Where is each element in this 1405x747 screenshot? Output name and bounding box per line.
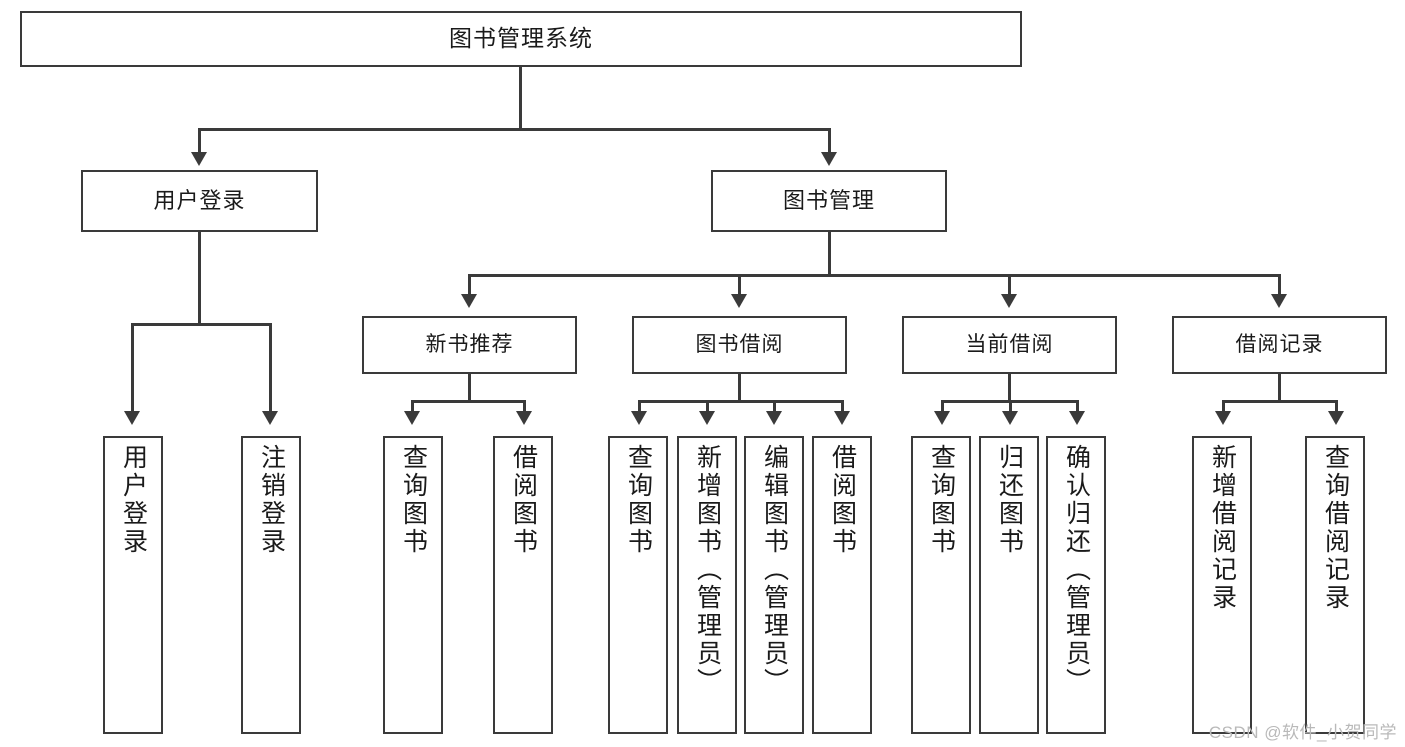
node-book-borrow[interactable]: 图书借阅 <box>632 316 847 374</box>
connector-book-mgmt-bus <box>468 274 1280 277</box>
arrow-user-login-leaf-2 <box>262 411 278 425</box>
node-label: 借阅记录 <box>1235 332 1324 356</box>
node-label: 编辑图书（管理员） <box>760 444 789 696</box>
connector-book-mgmt-drop-2 <box>738 274 741 296</box>
node-label: 注销登录 <box>257 444 286 556</box>
arrow-book-borrow-leaf-1 <box>631 411 647 425</box>
connector-book-mgmt-drop-4 <box>1278 274 1281 296</box>
connector-book-mgmt-drop-1 <box>468 274 471 296</box>
node-label: 查询借阅记录 <box>1321 444 1350 612</box>
node-label: 新增图书（管理员） <box>693 444 722 696</box>
leaf-user-login-1[interactable]: 用户登录 <box>103 436 163 734</box>
node-label: 确认归还（管理员） <box>1062 444 1091 696</box>
connector-book-mgmt-drop-3 <box>1008 274 1011 296</box>
leaf-current-borrow-3[interactable]: 确认归还（管理员） <box>1046 436 1106 734</box>
connector-book-borrow-bus <box>638 400 844 403</box>
leaf-current-borrow-2[interactable]: 归还图书 <box>979 436 1039 734</box>
arrow-current-borrow-leaf-2 <box>1002 411 1018 425</box>
node-book-management[interactable]: 图书管理 <box>711 170 947 232</box>
connector-current-borrow-drop-2 <box>1009 400 1012 413</box>
arrow-book-mgmt-to-new-book <box>461 294 477 308</box>
arrow-user-login-leaf-1 <box>124 411 140 425</box>
node-label: 借阅图书 <box>828 444 857 556</box>
leaf-book-borrow-4[interactable]: 借阅图书 <box>812 436 872 734</box>
node-label: 查询图书 <box>927 444 956 556</box>
connector-borrow-record-drop-1 <box>1222 400 1225 413</box>
node-label: 图书借阅 <box>695 332 784 356</box>
node-root-system[interactable]: 图书管理系统 <box>20 11 1022 67</box>
arrow-book-borrow-leaf-3 <box>766 411 782 425</box>
leaf-book-borrow-1[interactable]: 查询图书 <box>608 436 668 734</box>
connector-book-mgmt-stem <box>828 232 831 276</box>
leaf-borrow-record-2[interactable]: 查询借阅记录 <box>1305 436 1365 734</box>
connector-book-borrow-drop-4 <box>841 400 844 413</box>
arrow-book-borrow-leaf-2 <box>699 411 715 425</box>
connector-book-borrow-drop-2 <box>706 400 709 413</box>
arrow-root-to-book-mgmt <box>821 152 837 166</box>
connector-borrow-record-bus <box>1222 400 1338 403</box>
arrow-book-mgmt-to-current-borrow <box>1001 294 1017 308</box>
connector-book-borrow-drop-1 <box>638 400 641 413</box>
node-current-borrow[interactable]: 当前借阅 <box>902 316 1117 374</box>
connector-user-login-drop-1 <box>131 323 134 413</box>
leaf-user-login-2[interactable]: 注销登录 <box>241 436 301 734</box>
node-label: 新增借阅记录 <box>1208 444 1237 612</box>
node-label: 用户登录 <box>119 444 148 556</box>
connector-borrow-record-stem <box>1278 374 1281 402</box>
node-new-book-recommend[interactable]: 新书推荐 <box>362 316 577 374</box>
connector-book-borrow-drop-3 <box>773 400 776 413</box>
node-label: 图书管理系统 <box>449 25 593 52</box>
node-label: 查询图书 <box>624 444 653 556</box>
connector-root-to-user-login <box>198 128 201 154</box>
connector-new-book-bus <box>411 400 526 403</box>
leaf-new-book-2[interactable]: 借阅图书 <box>493 436 553 734</box>
arrow-current-borrow-leaf-3 <box>1069 411 1085 425</box>
node-label: 当前借阅 <box>965 332 1054 356</box>
connector-root-bus <box>198 128 831 131</box>
node-user-login[interactable]: 用户登录 <box>81 170 318 232</box>
leaf-current-borrow-1[interactable]: 查询图书 <box>911 436 971 734</box>
connector-current-borrow-drop-1 <box>941 400 944 413</box>
connector-current-borrow-stem <box>1008 374 1011 402</box>
leaf-book-borrow-2[interactable]: 新增图书（管理员） <box>677 436 737 734</box>
arrow-root-to-user-login <box>191 152 207 166</box>
node-label: 新书推荐 <box>425 332 514 356</box>
node-label: 归还图书 <box>995 444 1024 556</box>
node-label: 图书管理 <box>782 188 875 214</box>
connector-current-borrow-drop-3 <box>1076 400 1079 413</box>
node-borrow-record[interactable]: 借阅记录 <box>1172 316 1387 374</box>
connector-user-login-stem <box>198 232 201 325</box>
arrow-new-book-leaf-1 <box>404 411 420 425</box>
connector-root-stem <box>519 67 522 130</box>
connector-root-to-book-mgmt <box>828 128 831 154</box>
node-label: 查询图书 <box>399 444 428 556</box>
leaf-new-book-1[interactable]: 查询图书 <box>383 436 443 734</box>
connector-new-book-drop-1 <box>411 400 414 413</box>
node-label: 用户登录 <box>153 188 246 214</box>
connector-user-login-drop-2 <box>269 323 272 413</box>
leaf-borrow-record-1[interactable]: 新增借阅记录 <box>1192 436 1252 734</box>
arrow-current-borrow-leaf-1 <box>934 411 950 425</box>
connector-book-borrow-stem <box>738 374 741 402</box>
arrow-book-mgmt-to-book-borrow <box>731 294 747 308</box>
connector-new-book-stem <box>468 374 471 402</box>
arrow-borrow-record-leaf-1 <box>1215 411 1231 425</box>
arrow-new-book-leaf-2 <box>516 411 532 425</box>
leaf-book-borrow-3[interactable]: 编辑图书（管理员） <box>744 436 804 734</box>
connector-user-login-bus <box>131 323 271 326</box>
connector-borrow-record-drop-2 <box>1335 400 1338 413</box>
node-label: 借阅图书 <box>509 444 538 556</box>
connector-new-book-drop-2 <box>523 400 526 413</box>
arrow-borrow-record-leaf-2 <box>1328 411 1344 425</box>
arrow-book-borrow-leaf-4 <box>834 411 850 425</box>
arrow-book-mgmt-to-borrow-record <box>1271 294 1287 308</box>
